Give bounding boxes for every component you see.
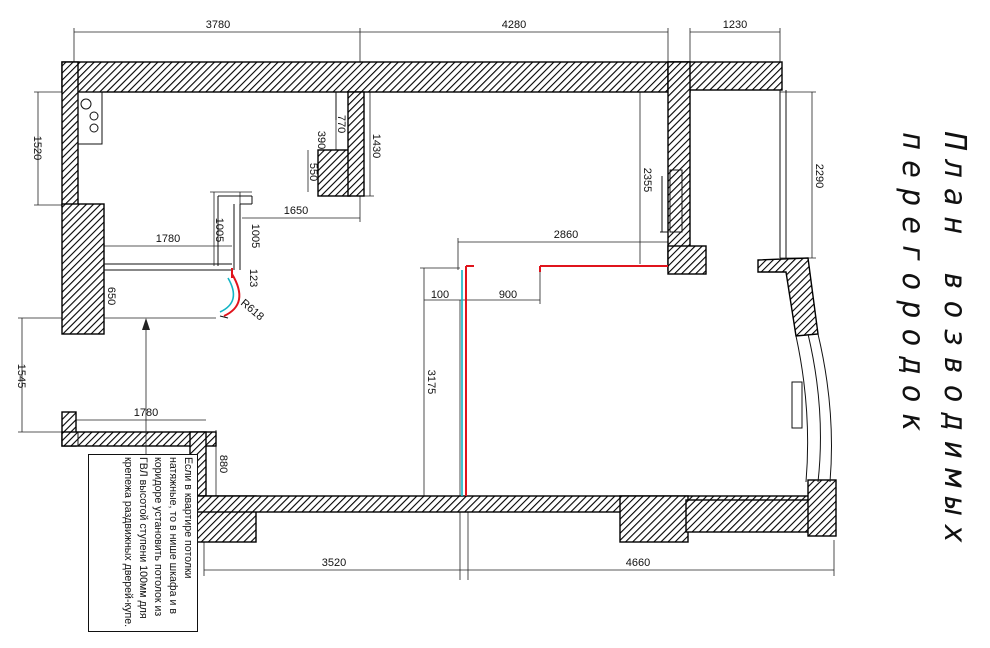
dim-v-650: 650	[105, 287, 117, 305]
dim-v-1005-b: 1005	[249, 224, 261, 248]
wall-corridor-bottom	[61, 431, 217, 447]
dim-top-right: 1230	[723, 19, 747, 31]
dim-left-lower: 1545	[15, 364, 27, 388]
new-partitions	[219, 265, 668, 496]
dim-top-left: 3780	[206, 19, 230, 31]
dim-niche-390: 390	[315, 131, 327, 149]
dim-v-123: 123	[247, 269, 259, 287]
dim-v-2355: 2355	[641, 168, 653, 192]
door-arc	[223, 273, 241, 317]
wall-top	[61, 61, 691, 93]
wall-right-stub	[667, 245, 707, 275]
leader-arrowhead-icon	[142, 318, 150, 330]
niche-block	[317, 149, 351, 197]
dim-h-1780-upper: 1780	[156, 233, 180, 245]
dim-h-1650: 1650	[284, 205, 308, 217]
wall-bottom-mid-pier	[619, 495, 689, 543]
note-text: Если в квартире потолки натяжные, то в н…	[122, 457, 194, 628]
dim-left-upper: 1520	[31, 136, 43, 160]
dim-h-900: 900	[499, 289, 517, 301]
note-leader	[142, 318, 150, 454]
walls	[61, 61, 837, 543]
dim-niche-770: 770	[335, 115, 347, 133]
dim-v-3175: 3175	[425, 370, 437, 394]
dim-v-1005-a: 1005	[213, 218, 225, 242]
interior-lines	[77, 90, 832, 483]
dim-bottom-left: 3520	[322, 557, 346, 569]
dim-h-100: 100	[431, 289, 449, 301]
plan-title: План возводимых перегородок	[884, 132, 974, 553]
dim-h-1780-lower: 1780	[134, 407, 158, 419]
dim-bottom-right: 4660	[626, 557, 650, 569]
wall-bay-upper	[757, 257, 819, 337]
dim-radius: R618	[238, 297, 266, 323]
dim-right-2290: 2290	[813, 164, 825, 188]
stove-burner-icon	[80, 98, 92, 110]
dim-v-880: 880	[217, 455, 229, 473]
dim-top-middle: 4280	[502, 19, 526, 31]
dim-h-2860: 2860	[554, 229, 578, 241]
niche-column	[347, 91, 365, 197]
wall-left-pier	[61, 203, 105, 335]
wall-right-column	[667, 61, 691, 271]
wall-left-upper	[61, 61, 79, 207]
dim-niche-550: 550	[307, 163, 319, 181]
note-box: Если в квартире потолки натяжные, то в н…	[88, 454, 198, 632]
title-line-2: перегородок	[895, 132, 930, 441]
title-line-1: План возводимых	[937, 132, 972, 553]
dim-niche-1430: 1430	[370, 134, 382, 158]
wall-right-lower	[807, 479, 837, 537]
